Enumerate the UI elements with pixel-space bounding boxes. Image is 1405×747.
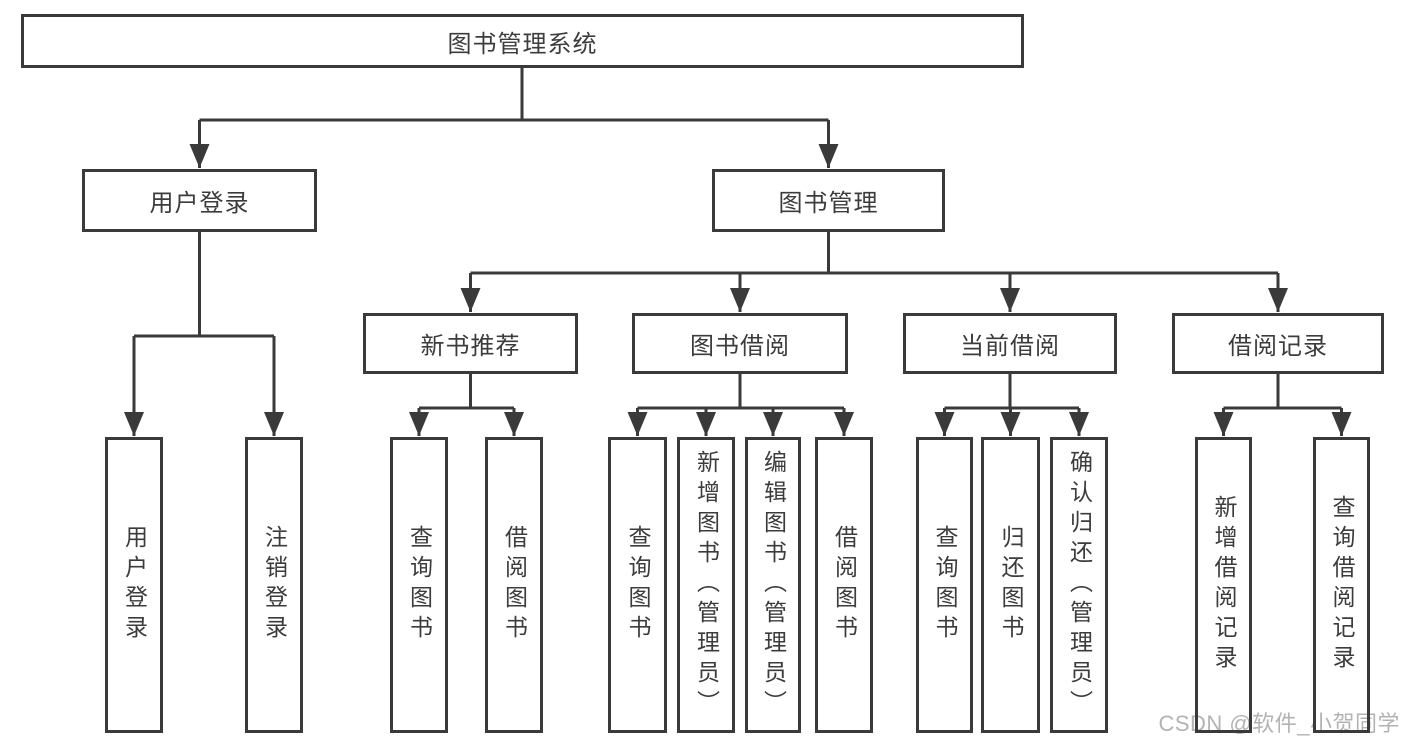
tree-branch-lines — [134, 68, 1342, 410]
node-label: 借阅记录 — [1228, 333, 1328, 360]
node-label: 查询图书 — [625, 525, 651, 645]
leaf-user-login: 用户登录 — [105, 437, 163, 733]
leaf-return-books: 归还图书 — [981, 437, 1040, 733]
node-label: 确认归还（管理员） — [1066, 450, 1093, 720]
node-new-book-recommend: 新书推荐 — [363, 313, 578, 374]
node-label: 用户登录 — [121, 525, 148, 645]
leaf-recommend-borrow-books: 借阅图书 — [485, 437, 543, 733]
node-label: 编辑图书（管理员） — [760, 450, 787, 720]
node-label: 用户登录 — [149, 190, 250, 217]
leaf-logout: 注销登录 — [245, 437, 303, 733]
node-label: 查询图书 — [932, 525, 958, 645]
leaf-borrow-query-books: 查询图书 — [608, 437, 667, 733]
node-label: 新书推荐 — [420, 333, 521, 360]
node-label: 图书管理 — [778, 190, 879, 217]
leaf-current-query-books: 查询图书 — [916, 437, 973, 733]
leaf-confirm-return-admin: 确认归还（管理员） — [1050, 437, 1108, 733]
node-borrowing-records: 借阅记录 — [1172, 313, 1384, 374]
node-label: 归还图书 — [998, 525, 1024, 645]
node-label: 当前借阅 — [960, 333, 1060, 360]
node-label: 借阅图书 — [831, 525, 858, 645]
leaf-query-borrow-record: 查询借阅记录 — [1313, 437, 1370, 733]
node-label: 图书借阅 — [690, 333, 790, 360]
node-label: 新增借阅记录 — [1211, 495, 1237, 675]
node-label: 查询借阅记录 — [1329, 495, 1355, 675]
node-label: 图书管理系统 — [447, 30, 598, 58]
leaf-edit-books-admin: 编辑图书（管理员） — [745, 437, 801, 733]
node-book-borrowing: 图书借阅 — [632, 313, 848, 374]
leaf-add-books-admin: 新增图书（管理员） — [677, 437, 735, 733]
node-label: 新增图书（管理员） — [693, 450, 720, 720]
node-library-management-system: 图书管理系统 — [21, 14, 1024, 68]
node-current-borrowing: 当前借阅 — [903, 313, 1117, 374]
node-user-login: 用户登录 — [82, 169, 317, 232]
node-book-management: 图书管理 — [712, 169, 945, 232]
leaf-borrow-books: 借阅图书 — [815, 437, 873, 733]
node-label: 注销登录 — [261, 525, 288, 645]
node-label: 查询图书 — [406, 525, 433, 645]
node-label: 借阅图书 — [501, 525, 528, 645]
leaf-recommend-query-books: 查询图书 — [390, 437, 448, 733]
csdn-watermark: CSDN @软件_小贺同学 — [1158, 711, 1400, 736]
leaf-add-borrow-record: 新增借阅记录 — [1195, 437, 1252, 733]
